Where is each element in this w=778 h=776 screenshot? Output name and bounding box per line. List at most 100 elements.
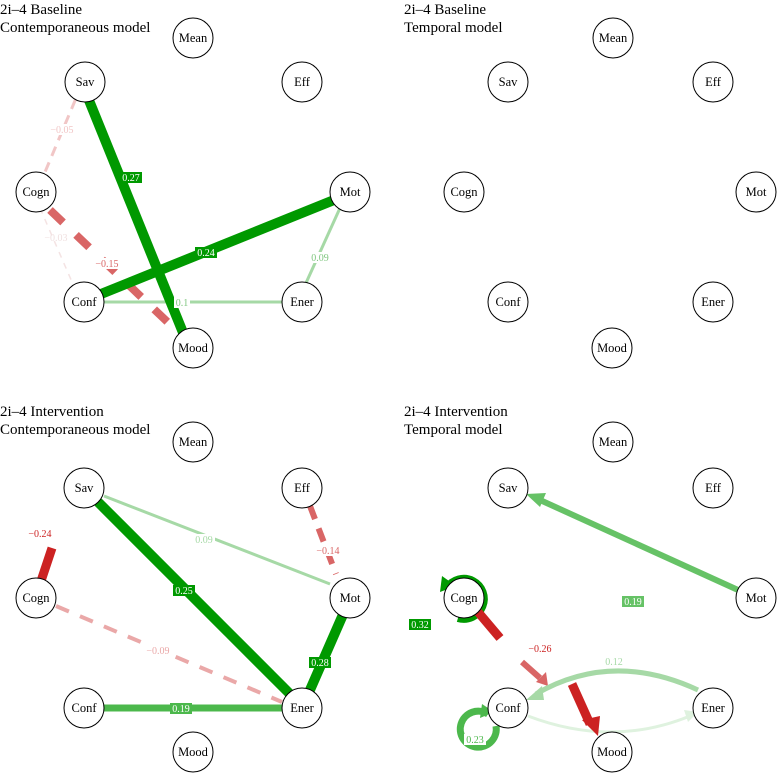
node-label: Mood <box>178 341 209 355</box>
node-label: Mot <box>340 185 361 199</box>
edge-label-cogn-conf: −0.26 <box>528 644 551 655</box>
edge-conf-mood <box>567 682 595 726</box>
edge-ener-conf <box>534 668 700 697</box>
edge-label-conf-mot: 0.24 <box>197 248 215 259</box>
edges <box>35 494 350 712</box>
edge-label-sav-cogn: −0.05 <box>50 125 73 136</box>
node-label: Mood <box>597 341 628 355</box>
edge-label-ener-conf: 0.12 <box>605 657 623 668</box>
node-label: Mean <box>179 31 208 45</box>
edge-mot-sav <box>538 497 740 593</box>
node-eff: Eff <box>281 467 323 509</box>
edge-label-conf-ener: 0.1 <box>176 298 189 309</box>
edge-cogn-mood <box>47 207 181 335</box>
node-label: Conf <box>496 295 522 309</box>
edge-label-cogn-loop: 0.32 <box>411 620 429 631</box>
edge-label-conf-ener: 0.19 <box>172 704 190 715</box>
node-mean: Mean <box>592 421 634 463</box>
node-mean: Mean <box>592 17 634 59</box>
arrowhead-cogn-conf <box>536 672 548 686</box>
node-label: Conf <box>72 295 98 309</box>
node-ener: Ener <box>692 281 734 323</box>
node-conf: Conf <box>63 687 105 729</box>
node-mood: Mood <box>591 731 633 773</box>
node-label: Sav <box>76 75 96 89</box>
edge-label-conf-loop: 0.23 <box>466 735 484 746</box>
node-label: Mot <box>746 185 767 199</box>
edge-cogn-conf <box>39 207 73 283</box>
panel-title-line1: 2i–4 Intervention <box>404 404 508 420</box>
node-sav: Sav <box>63 467 105 509</box>
node-label: Cogn <box>450 185 478 199</box>
node-mot: Mot <box>329 577 371 619</box>
panel-title-line2: Contemporaneous model <box>0 422 150 438</box>
node-mood: Mood <box>172 731 214 773</box>
node-conf: Conf <box>487 281 529 323</box>
node-sav: Sav <box>487 61 529 103</box>
node-label: Ener <box>701 295 725 309</box>
node-label: Cogn <box>22 591 50 605</box>
node-cogn: Cogn <box>15 171 57 213</box>
node-conf: Conf <box>63 281 105 323</box>
panel-baseline-contemporaneous: 2i–4 Baseline Contemporaneous model 0.27… <box>0 2 371 369</box>
node-mood: Mood <box>172 327 214 369</box>
node-sav: Sav <box>487 467 529 509</box>
node-conf: Conf <box>487 687 529 729</box>
edge-label-cogn-ener: −0.09 <box>146 646 169 657</box>
node-label: Cogn <box>450 591 478 605</box>
edge-sav-mot <box>103 494 331 586</box>
node-label: Eff <box>294 75 311 89</box>
node-label: Sav <box>499 481 519 495</box>
node-ener: Ener <box>281 687 323 729</box>
edge-sav-ener <box>94 498 294 698</box>
panel-title-line2: Temporal model <box>404 20 503 36</box>
node-mot: Mot <box>735 577 777 619</box>
node-label: Mot <box>746 591 767 605</box>
node-label: Conf <box>72 701 98 715</box>
edge-sav-mood <box>79 86 191 342</box>
node-ener: Ener <box>692 687 734 729</box>
arrowhead-conf-loop <box>480 704 494 718</box>
edge-label-cogn-conf: −0.03 <box>44 233 67 244</box>
node-label: Ener <box>290 701 314 715</box>
edge-conf-mot <box>99 195 336 299</box>
node-label: Eff <box>294 481 311 495</box>
edge-cogn-conf-tail <box>520 659 542 681</box>
node-label: Sav <box>499 75 519 89</box>
node-cogn: Cogn <box>443 577 485 619</box>
edge-conf-loop <box>456 707 500 751</box>
edge-cogn-conf <box>474 609 504 641</box>
arrowhead-cogn-loop <box>440 576 456 592</box>
edge-eff-mot <box>307 504 339 576</box>
node-mean: Mean <box>172 17 214 59</box>
node-eff: Eff <box>692 61 734 103</box>
edge-conf-ener <box>527 714 691 734</box>
node-mot: Mot <box>329 171 371 213</box>
edge-label-sav-ener: 0.25 <box>175 586 193 597</box>
panel-title-line1: 2i–4 Baseline <box>404 2 486 18</box>
panel-title-line2: Temporal model <box>404 422 503 438</box>
edge-mot-ener <box>305 607 350 693</box>
node-label: Mean <box>599 31 628 45</box>
edge-label-mot-ener: 0.09 <box>311 253 329 264</box>
arrowhead-ener-conf <box>526 686 544 700</box>
node-label: Cogn <box>22 185 50 199</box>
edge-label-mot-ener: 0.28 <box>311 658 329 669</box>
node-label: Mot <box>340 591 361 605</box>
node-label: Eff <box>705 75 722 89</box>
edges <box>38 83 342 342</box>
node-label: Mood <box>597 745 628 759</box>
node-mood: Mood <box>591 327 633 369</box>
arrowhead-conf-mood <box>582 716 600 736</box>
edge-label-sav-mood: 0.27 <box>122 173 140 184</box>
edge-mot-ener <box>304 207 342 284</box>
panel-intervention-temporal: 2i–4 Intervention Temporal model <box>404 404 777 773</box>
panel-title-line1: 2i–4 Baseline <box>0 2 82 18</box>
edge-label-eff-mot: −0.14 <box>316 546 339 557</box>
node-label: Mean <box>599 435 628 449</box>
node-mot: Mot <box>735 171 777 213</box>
node-label: Mood <box>178 745 209 759</box>
node-eff: Eff <box>692 467 734 509</box>
node-label: Mean <box>179 435 208 449</box>
